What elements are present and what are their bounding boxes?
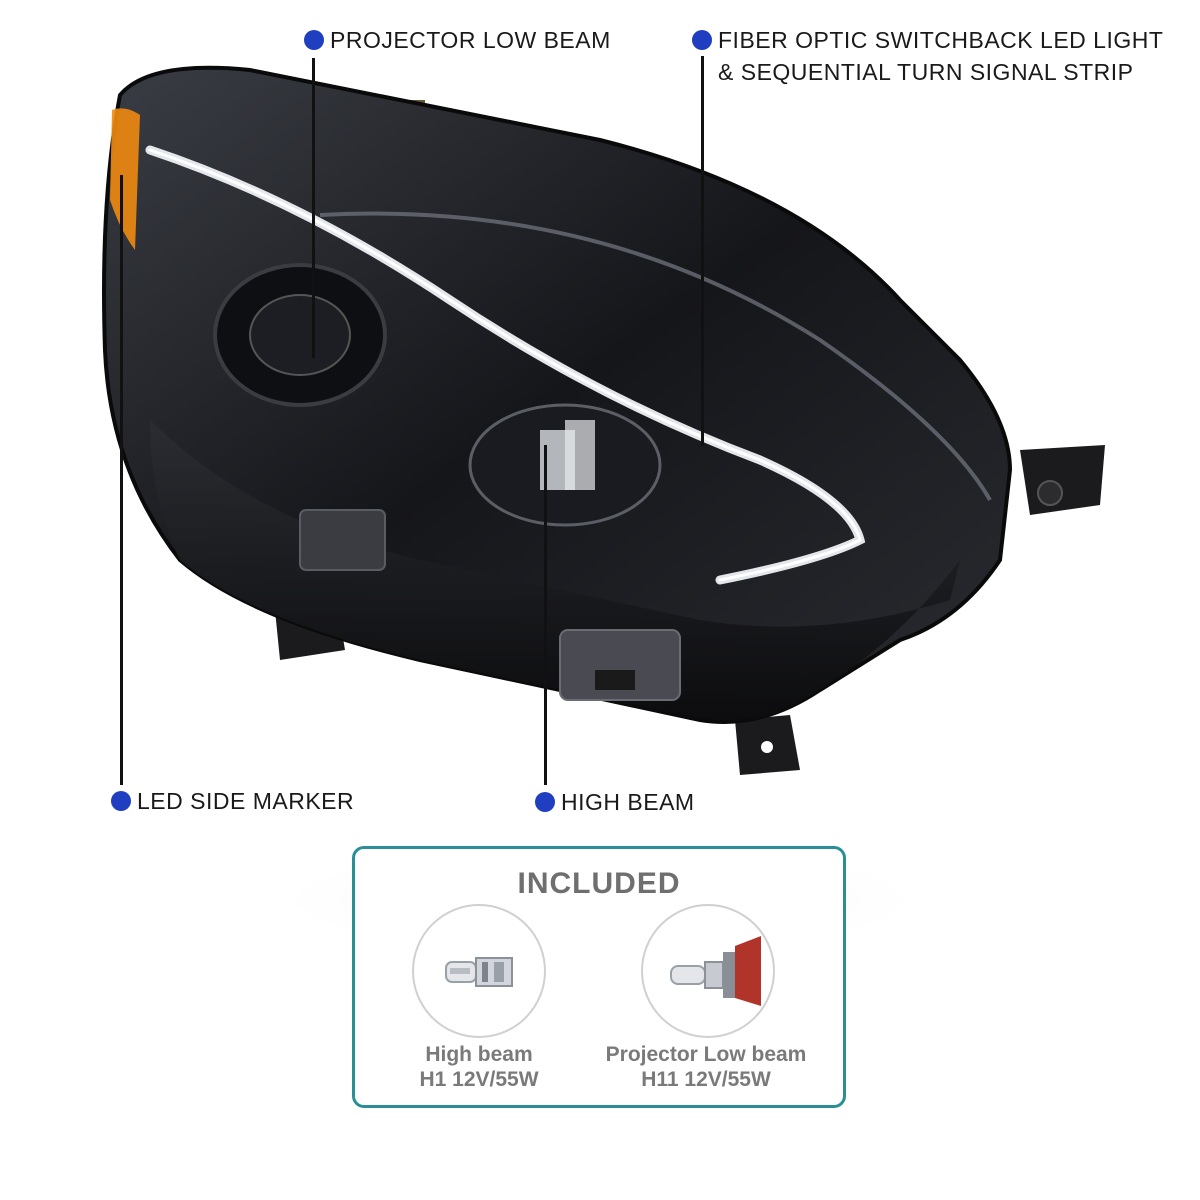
bulb-caption-high-beam-name: High beam <box>425 1043 533 1066</box>
bulb-caption-low-beam-spec: H11 12V/55W <box>641 1068 771 1091</box>
clear-lens-edge <box>319 211 992 501</box>
included-box: INCLUDED High beam H1 12V/55W Projector … <box>352 846 846 1108</box>
callout-dot-projector-low-beam <box>304 30 324 50</box>
bulb-circle-high-beam <box>412 904 546 1038</box>
included-title: INCLUDED <box>517 867 681 900</box>
callout-projector-low-beam: PROJECTOR LOW BEAM <box>330 27 611 53</box>
leader-high-beam <box>544 445 547 785</box>
h1-bulb-icon <box>445 957 513 987</box>
callout-high-beam: HIGH BEAM <box>561 789 695 815</box>
right-mount-tab <box>1020 445 1105 515</box>
callout-dot-high-beam <box>535 792 555 812</box>
lower-reflector-right <box>559 629 681 701</box>
lower-lens <box>150 420 960 722</box>
leader-fiber-optic <box>701 56 704 446</box>
bulb-caption-low-beam-name: Projector Low beam <box>605 1043 807 1066</box>
callout-dot-fiber-optic <box>692 30 712 50</box>
callout-dot-led-side-marker <box>111 791 131 811</box>
callout-fiber-optic-line1: FIBER OPTIC SWITCHBACK LED LIGHT <box>718 27 1164 53</box>
bulb-circle-low-beam <box>641 904 775 1038</box>
callout-led-side-marker: LED SIDE MARKER <box>137 788 355 814</box>
lower-reflector-left <box>299 509 386 571</box>
amber-side-marker <box>110 108 140 250</box>
bulb-caption-high-beam-spec: H1 12V/55W <box>419 1068 539 1091</box>
callout-fiber-optic-line2: & SEQUENTIAL TURN SIGNAL STRIP <box>718 59 1134 85</box>
leader-led-side-marker <box>120 175 123 785</box>
h11-bulb-icon <box>670 936 761 1006</box>
leader-projector-low-beam <box>312 58 315 358</box>
